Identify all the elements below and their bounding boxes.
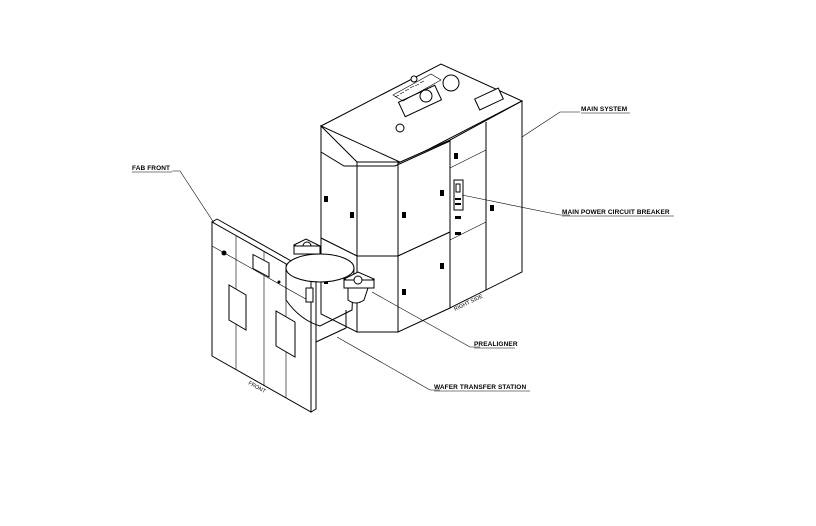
prealigner	[342, 271, 376, 304]
label-main-power-circuit-breaker: MAIN POWER CIRCUIT BREAKER	[562, 209, 670, 216]
label-wafer-transfer-station: WAFER TRANSFER STATION	[434, 384, 526, 391]
wafer-transfer-station	[285, 238, 355, 343]
leader-lines	[172, 111, 580, 391]
main-system-cabinet	[319, 63, 524, 333]
label-fab-front: FAB FRONT	[132, 165, 170, 172]
label-prealigner: PREALIGNER	[474, 341, 518, 348]
label-main-system: MAIN SYSTEM	[581, 106, 627, 113]
